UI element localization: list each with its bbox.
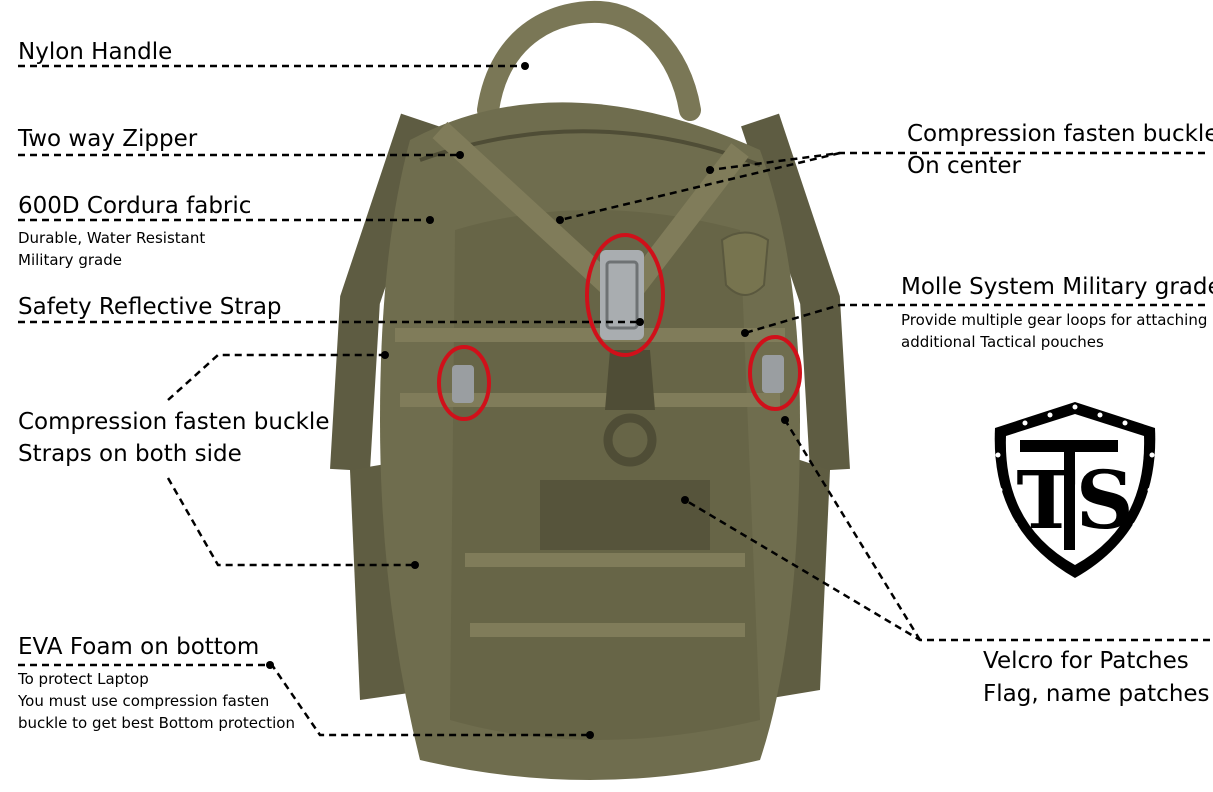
side-buckle-line2: Straps on both side (18, 441, 242, 467)
cordura-line1: Durable, Water Resistant (18, 229, 206, 247)
leader-lines (18, 64, 1210, 737)
logo-letters: TS (1016, 453, 1133, 547)
molle-title: Molle System Military grade (901, 274, 1213, 300)
left-side-buckle (452, 365, 474, 403)
front-panel (450, 210, 760, 740)
right-side-buckle (762, 355, 784, 393)
two-way-zipper-label: Two way Zipper (18, 126, 198, 152)
eva-line3: buckle to get best Bottom protection (18, 714, 295, 732)
eva-line1: To protect Laptop (18, 670, 149, 688)
molle-line2: additional Tactical pouches (901, 333, 1104, 351)
reflective-strap-label: Safety Reflective Strap (18, 294, 282, 320)
pack-emblem (720, 231, 770, 296)
nylon-handle (477, 0, 701, 121)
nylon-handle-label: Nylon Handle (18, 39, 173, 65)
center-buckle (605, 350, 655, 410)
eva-title: EVA Foam on bottom (18, 634, 260, 660)
highlight-reflective (585, 233, 665, 357)
left-shoulder-strap (330, 113, 439, 472)
eva-line2: You must use compression fasten (18, 692, 270, 710)
velcro-patch (540, 480, 710, 550)
cordura-title: 600D Cordura fabric (18, 193, 252, 219)
d-ring (603, 413, 657, 467)
right-shoulder-strap (741, 113, 850, 472)
molle-line1: Provide multiple gear loops for attachin… (901, 311, 1208, 329)
highlight-left-buckle (437, 345, 491, 421)
center-buckle-line1: Compression fasten buckle (907, 121, 1213, 147)
highlight-right-buckle (748, 335, 802, 411)
center-buckle-line2: On center (907, 153, 1021, 179)
leader-dots (266, 62, 789, 739)
reflective-strap (600, 250, 644, 340)
side-buckle-line1: Compression fasten buckle (18, 409, 330, 435)
velcro-line1: Velcro for Patches (983, 648, 1189, 674)
cordura-line2: Military grade (18, 251, 122, 269)
ts-shield-logo: TS (994, 402, 1156, 578)
velcro-line2: Flag, name patches (983, 681, 1210, 707)
